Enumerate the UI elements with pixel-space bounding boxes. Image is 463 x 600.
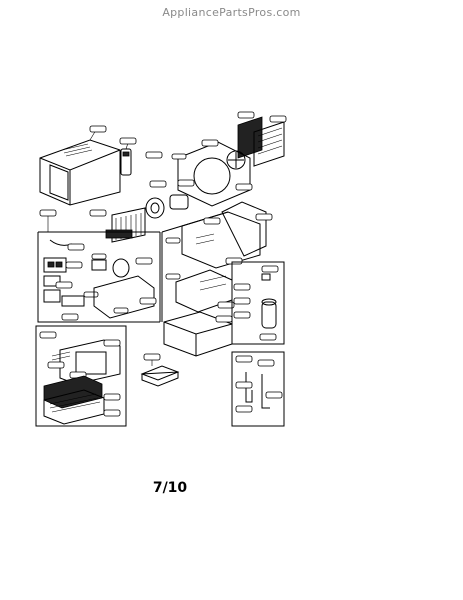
fan-motor-part [145, 179, 195, 219]
air-guide-group [161, 201, 273, 322]
page-number: 7/10 [152, 480, 188, 496]
front-grille-group [35, 325, 127, 427]
refrigerant-tubing-group [231, 351, 285, 427]
cabinet-part [39, 125, 121, 206]
evaporator-coil-part [89, 207, 146, 243]
base-pan-part [163, 311, 233, 357]
condenser-coil-part [237, 111, 287, 167]
fan-shroud-part [145, 139, 253, 207]
watermark-text: AppliancePartsPros.com [162, 6, 301, 19]
compressor-group [231, 261, 285, 345]
control-box-group [37, 209, 161, 323]
remote-control-part [119, 137, 137, 176]
air-filter-part [140, 353, 180, 387]
